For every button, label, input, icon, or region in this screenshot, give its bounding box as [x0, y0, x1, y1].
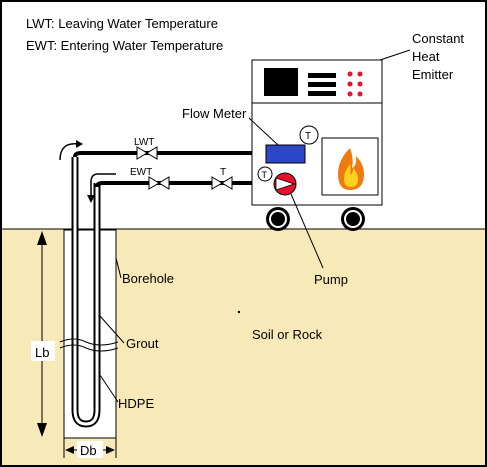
lb-arrow-top — [37, 231, 47, 245]
temperature-sensor-2 — [257, 166, 273, 182]
flow-arrow-in — [90, 173, 116, 196]
lwt-valve-label: LWT — [134, 137, 154, 148]
pump-label: Pump — [314, 272, 348, 287]
grout-leader — [99, 315, 125, 344]
hdpe-label: HDPE — [118, 396, 154, 411]
ewt-pipe — [95, 181, 275, 188]
flow-meter-leader — [248, 117, 279, 146]
ewt-valve — [148, 176, 170, 190]
lb-label-bg — [31, 341, 55, 361]
borehole-leader — [115, 257, 122, 279]
lb-label: Lb — [35, 345, 49, 360]
hdpe-leader — [99, 374, 119, 403]
flow-arrow-in-head — [87, 195, 95, 203]
emitter-display — [264, 68, 298, 96]
flow-arrow-out-head — [76, 140, 83, 148]
soil-or-rock-label: Soil or Rock — [252, 327, 323, 342]
wheel-right — [341, 207, 365, 231]
temperature-sensor-2-label: T — [262, 170, 268, 180]
flame-icon — [338, 148, 364, 190]
grout-line-1 — [59, 338, 119, 346]
flow-meter-label: Flow Meter — [182, 106, 247, 121]
pump-arrow-icon — [275, 177, 296, 191]
db-arrow-left — [65, 446, 74, 454]
temperature-sensor-1 — [299, 125, 319, 145]
flow-meter — [265, 144, 306, 164]
lb-arrow-bottom — [37, 423, 47, 437]
db-arrow-right — [106, 446, 115, 454]
wheel-left — [266, 207, 290, 231]
borehole-label: Borehole — [122, 271, 174, 286]
legend-ewt: EWT: Entering Water Temperature — [26, 38, 223, 53]
t-valve — [211, 176, 233, 190]
db-label-bg — [77, 441, 103, 458]
emitter-label-line1: Constant — [412, 31, 464, 46]
t-valve-label: T — [220, 167, 226, 178]
emitter-label-line3: Emitter — [412, 67, 454, 82]
soil-dot — [237, 310, 241, 314]
grout-line-2 — [59, 344, 119, 352]
temperature-sensor-1-label: T — [305, 131, 311, 142]
pump-leader — [290, 193, 324, 269]
hdpe-pipe-inner — [73, 157, 99, 426]
lwt-valve — [136, 146, 158, 160]
db-label: Db — [80, 443, 97, 458]
emitter-indicator-2 — [308, 82, 336, 87]
emitter-leader — [379, 49, 411, 61]
emitter-label-line2: Heat — [412, 49, 440, 64]
emitter-red-buttons — [347, 71, 363, 97]
emitter-indicator-1 — [308, 73, 336, 78]
ewt-valve-label: EWT — [130, 167, 152, 178]
legend-lwt: LWT: Leaving Water Temperature — [26, 16, 218, 31]
lwt-pipe — [73, 151, 266, 158]
emitter-indicator-3 — [308, 91, 336, 96]
grout-label: Grout — [126, 336, 159, 351]
